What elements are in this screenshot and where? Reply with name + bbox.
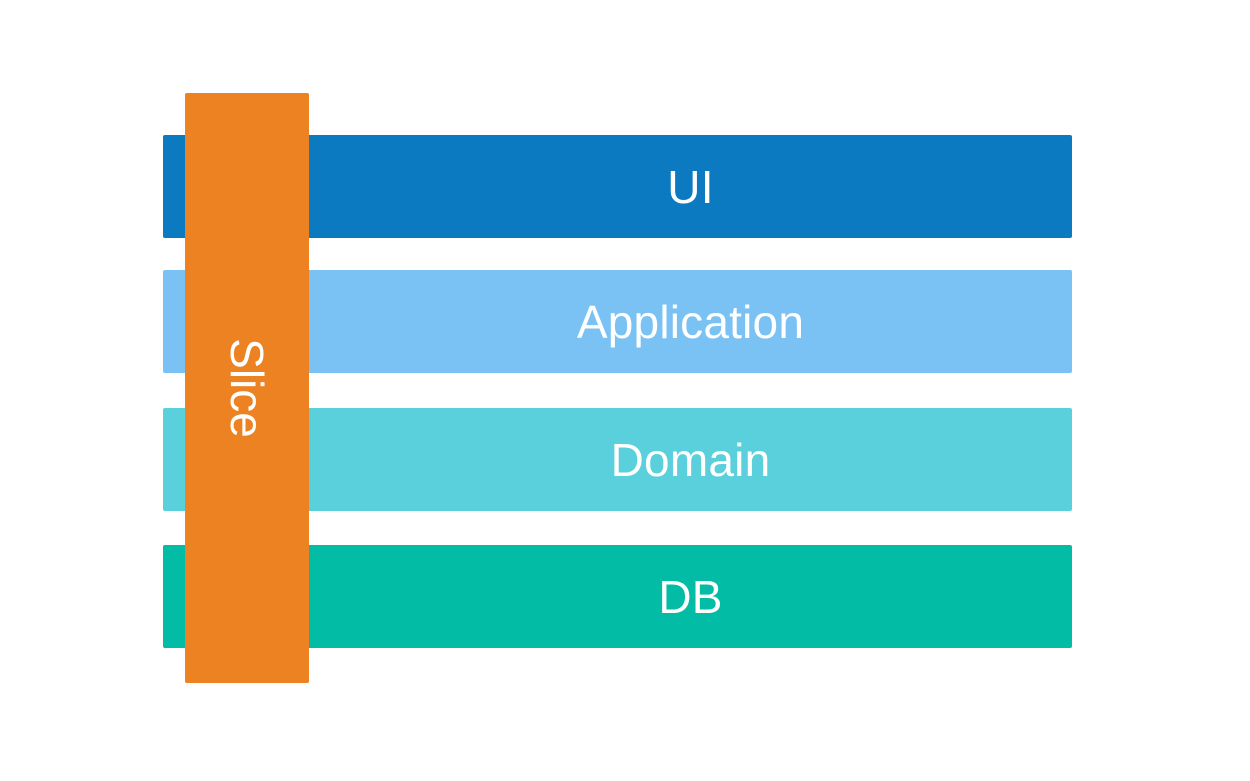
layer-label-application: Application [576,295,805,348]
layer-bar-application[interactable]: Application [163,270,1072,373]
layer-label-domain: Domain [610,433,771,486]
layer-bar-domain[interactable]: Domain [163,408,1072,511]
layer-bar-db[interactable]: DB [163,545,1072,648]
layer-label-ui: UI [667,160,714,213]
layer-label-db: DB [658,570,723,623]
vertical-slice-bar[interactable]: Slice [185,93,309,683]
vertical-slice-label: Slice [221,338,273,438]
layer-bar-ui[interactable]: UI [163,135,1072,238]
